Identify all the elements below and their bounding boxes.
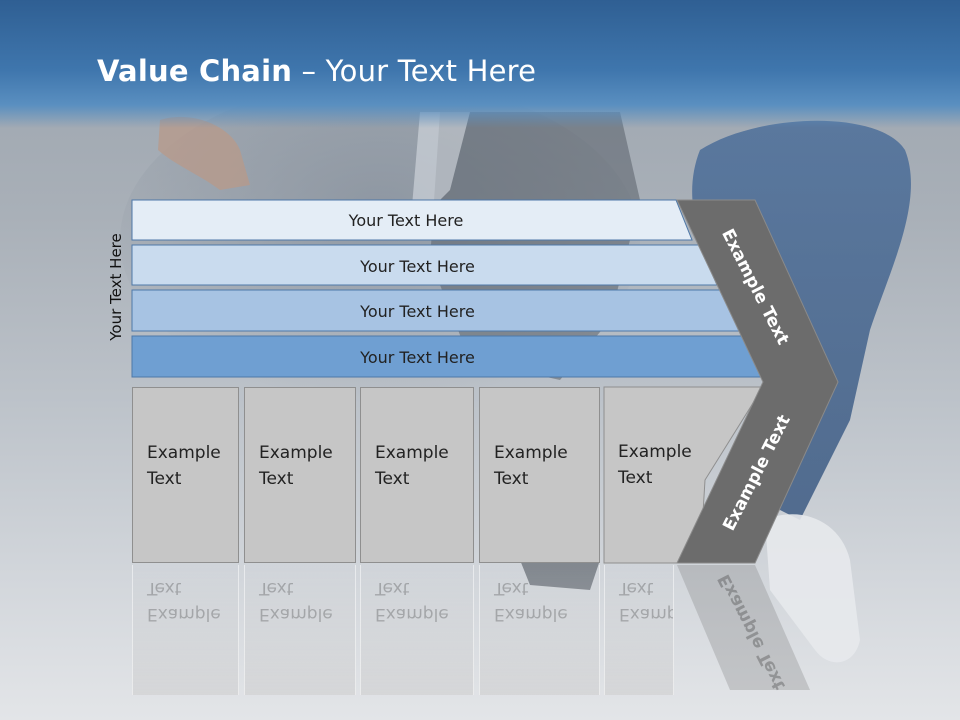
- column-3-ref-line1: Example: [375, 604, 449, 624]
- column-2-reflection: Example Text: [244, 565, 356, 695]
- column-1-reflection: Example Text: [132, 565, 239, 695]
- column-1-ref-line2: Text: [147, 578, 182, 598]
- column-1-line2: Text: [147, 469, 182, 489]
- column-2-line1: Example: [259, 443, 333, 463]
- column-3-ref-line2: Text: [375, 578, 410, 598]
- bar-1-label: Your Text Here: [348, 210, 464, 230]
- bar-2-label: Your Text Here: [360, 256, 475, 276]
- bar-1: Your Text Here: [132, 200, 692, 240]
- column-5-reflection: Example Text: [604, 565, 674, 695]
- column-1-ref-line1: Example: [147, 604, 221, 624]
- column-4-reflection: Example Text: [479, 565, 600, 695]
- bar-shape-1: [131, 199, 693, 241]
- bar-2: Your Text Here: [132, 246, 715, 286]
- column-4-ref-line1: Example: [494, 604, 568, 624]
- title-bold: Value Chain: [97, 54, 293, 88]
- column-5-ref-line2: Text: [619, 578, 654, 598]
- column-3-line2: Text: [375, 469, 410, 489]
- column-5-line1: Example: [618, 442, 692, 462]
- column-2-ref-line2: Text: [259, 578, 294, 598]
- column-4-ref-line2: Text: [494, 578, 529, 598]
- title-rest: – Your Text Here: [292, 54, 537, 88]
- bar-3-label: Your Text Here: [360, 301, 475, 321]
- bar-4: Your Text Here: [132, 337, 715, 377]
- bar-4-label: Your Text Here: [360, 347, 475, 367]
- bar-3: Your Text Here: [132, 291, 715, 331]
- chevron-reflection: [677, 565, 810, 690]
- column-3-reflection: Example Text: [360, 565, 474, 695]
- column-2-ref-line1: Example: [259, 604, 333, 624]
- column-5-line2: Text: [618, 468, 653, 488]
- column-5-ref-line1: Example: [619, 604, 674, 624]
- column-2-line2: Text: [259, 469, 294, 489]
- column-4-line1: Example: [494, 443, 568, 463]
- column-1-line1: Example: [147, 443, 221, 463]
- column-3-line1: Example: [375, 443, 449, 463]
- page-title: Value Chain – Your Text Here: [97, 54, 536, 88]
- column-4-line2: Text: [494, 469, 529, 489]
- header-band: [0, 0, 960, 128]
- chevron-shape: [676, 199, 839, 564]
